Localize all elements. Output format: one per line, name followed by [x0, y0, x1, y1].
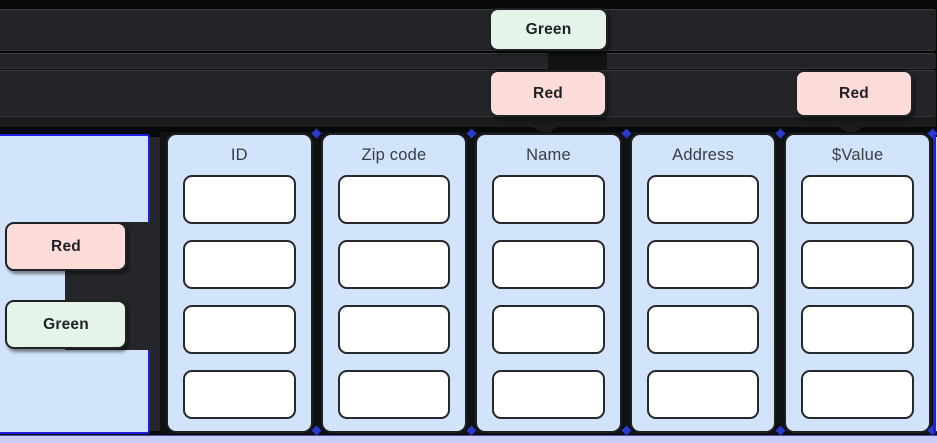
column-id[interactable]: ID [166, 133, 313, 433]
node-label: Red [839, 84, 869, 102]
cell[interactable] [337, 240, 451, 289]
node-red-top-2[interactable]: Red [795, 70, 913, 117]
cell[interactable] [492, 370, 605, 419]
arrow-down-name-column [531, 126, 559, 135]
dark-lane-middle [0, 53, 936, 69]
column-address[interactable]: Address [629, 133, 777, 433]
column-header: Address [672, 145, 735, 164]
cell[interactable] [492, 175, 605, 224]
cell[interactable] [183, 370, 296, 419]
column-header: $Value [831, 145, 884, 164]
cell[interactable] [801, 370, 914, 419]
cell[interactable] [337, 305, 451, 354]
node-label: Red [533, 84, 563, 102]
cell[interactable] [646, 305, 760, 354]
dark-lane-bottom [0, 70, 936, 117]
bottom-lavender-strip [0, 435, 937, 443]
column-value[interactable]: $Value [784, 133, 931, 433]
node-label: Red [51, 237, 81, 255]
cell[interactable] [183, 240, 296, 289]
cell[interactable] [801, 175, 914, 224]
node-green-left[interactable]: Green [5, 300, 127, 349]
cell[interactable] [801, 240, 914, 289]
cell[interactable] [801, 305, 914, 354]
cell[interactable] [492, 240, 605, 289]
node-red-left[interactable]: Red [5, 222, 127, 271]
column-header: Name [526, 145, 571, 164]
node-green-top[interactable]: Green [489, 8, 608, 51]
column-table: ID Zip code Name Address [166, 133, 931, 433]
dark-lane-thin [0, 117, 936, 127]
cell[interactable] [337, 370, 451, 419]
node-red-top-1[interactable]: Red [489, 70, 607, 117]
cell[interactable] [183, 305, 296, 354]
column-header: Zip code [361, 145, 427, 164]
lane-shadow-notch [548, 51, 607, 70]
cell[interactable] [646, 240, 760, 289]
column-name[interactable]: Name [475, 133, 622, 433]
right-selection-border [933, 135, 936, 433]
arrow-down-value-column [837, 126, 865, 135]
cell[interactable] [646, 370, 760, 419]
dark-lane-top [0, 9, 936, 51]
cell[interactable] [492, 305, 605, 354]
cell[interactable] [646, 175, 760, 224]
cell[interactable] [337, 175, 451, 224]
column-zip-code[interactable]: Zip code [320, 133, 468, 433]
node-label: Green [43, 315, 89, 333]
column-header: ID [230, 145, 248, 164]
cell[interactable] [183, 175, 296, 224]
node-label: Green [525, 20, 572, 38]
